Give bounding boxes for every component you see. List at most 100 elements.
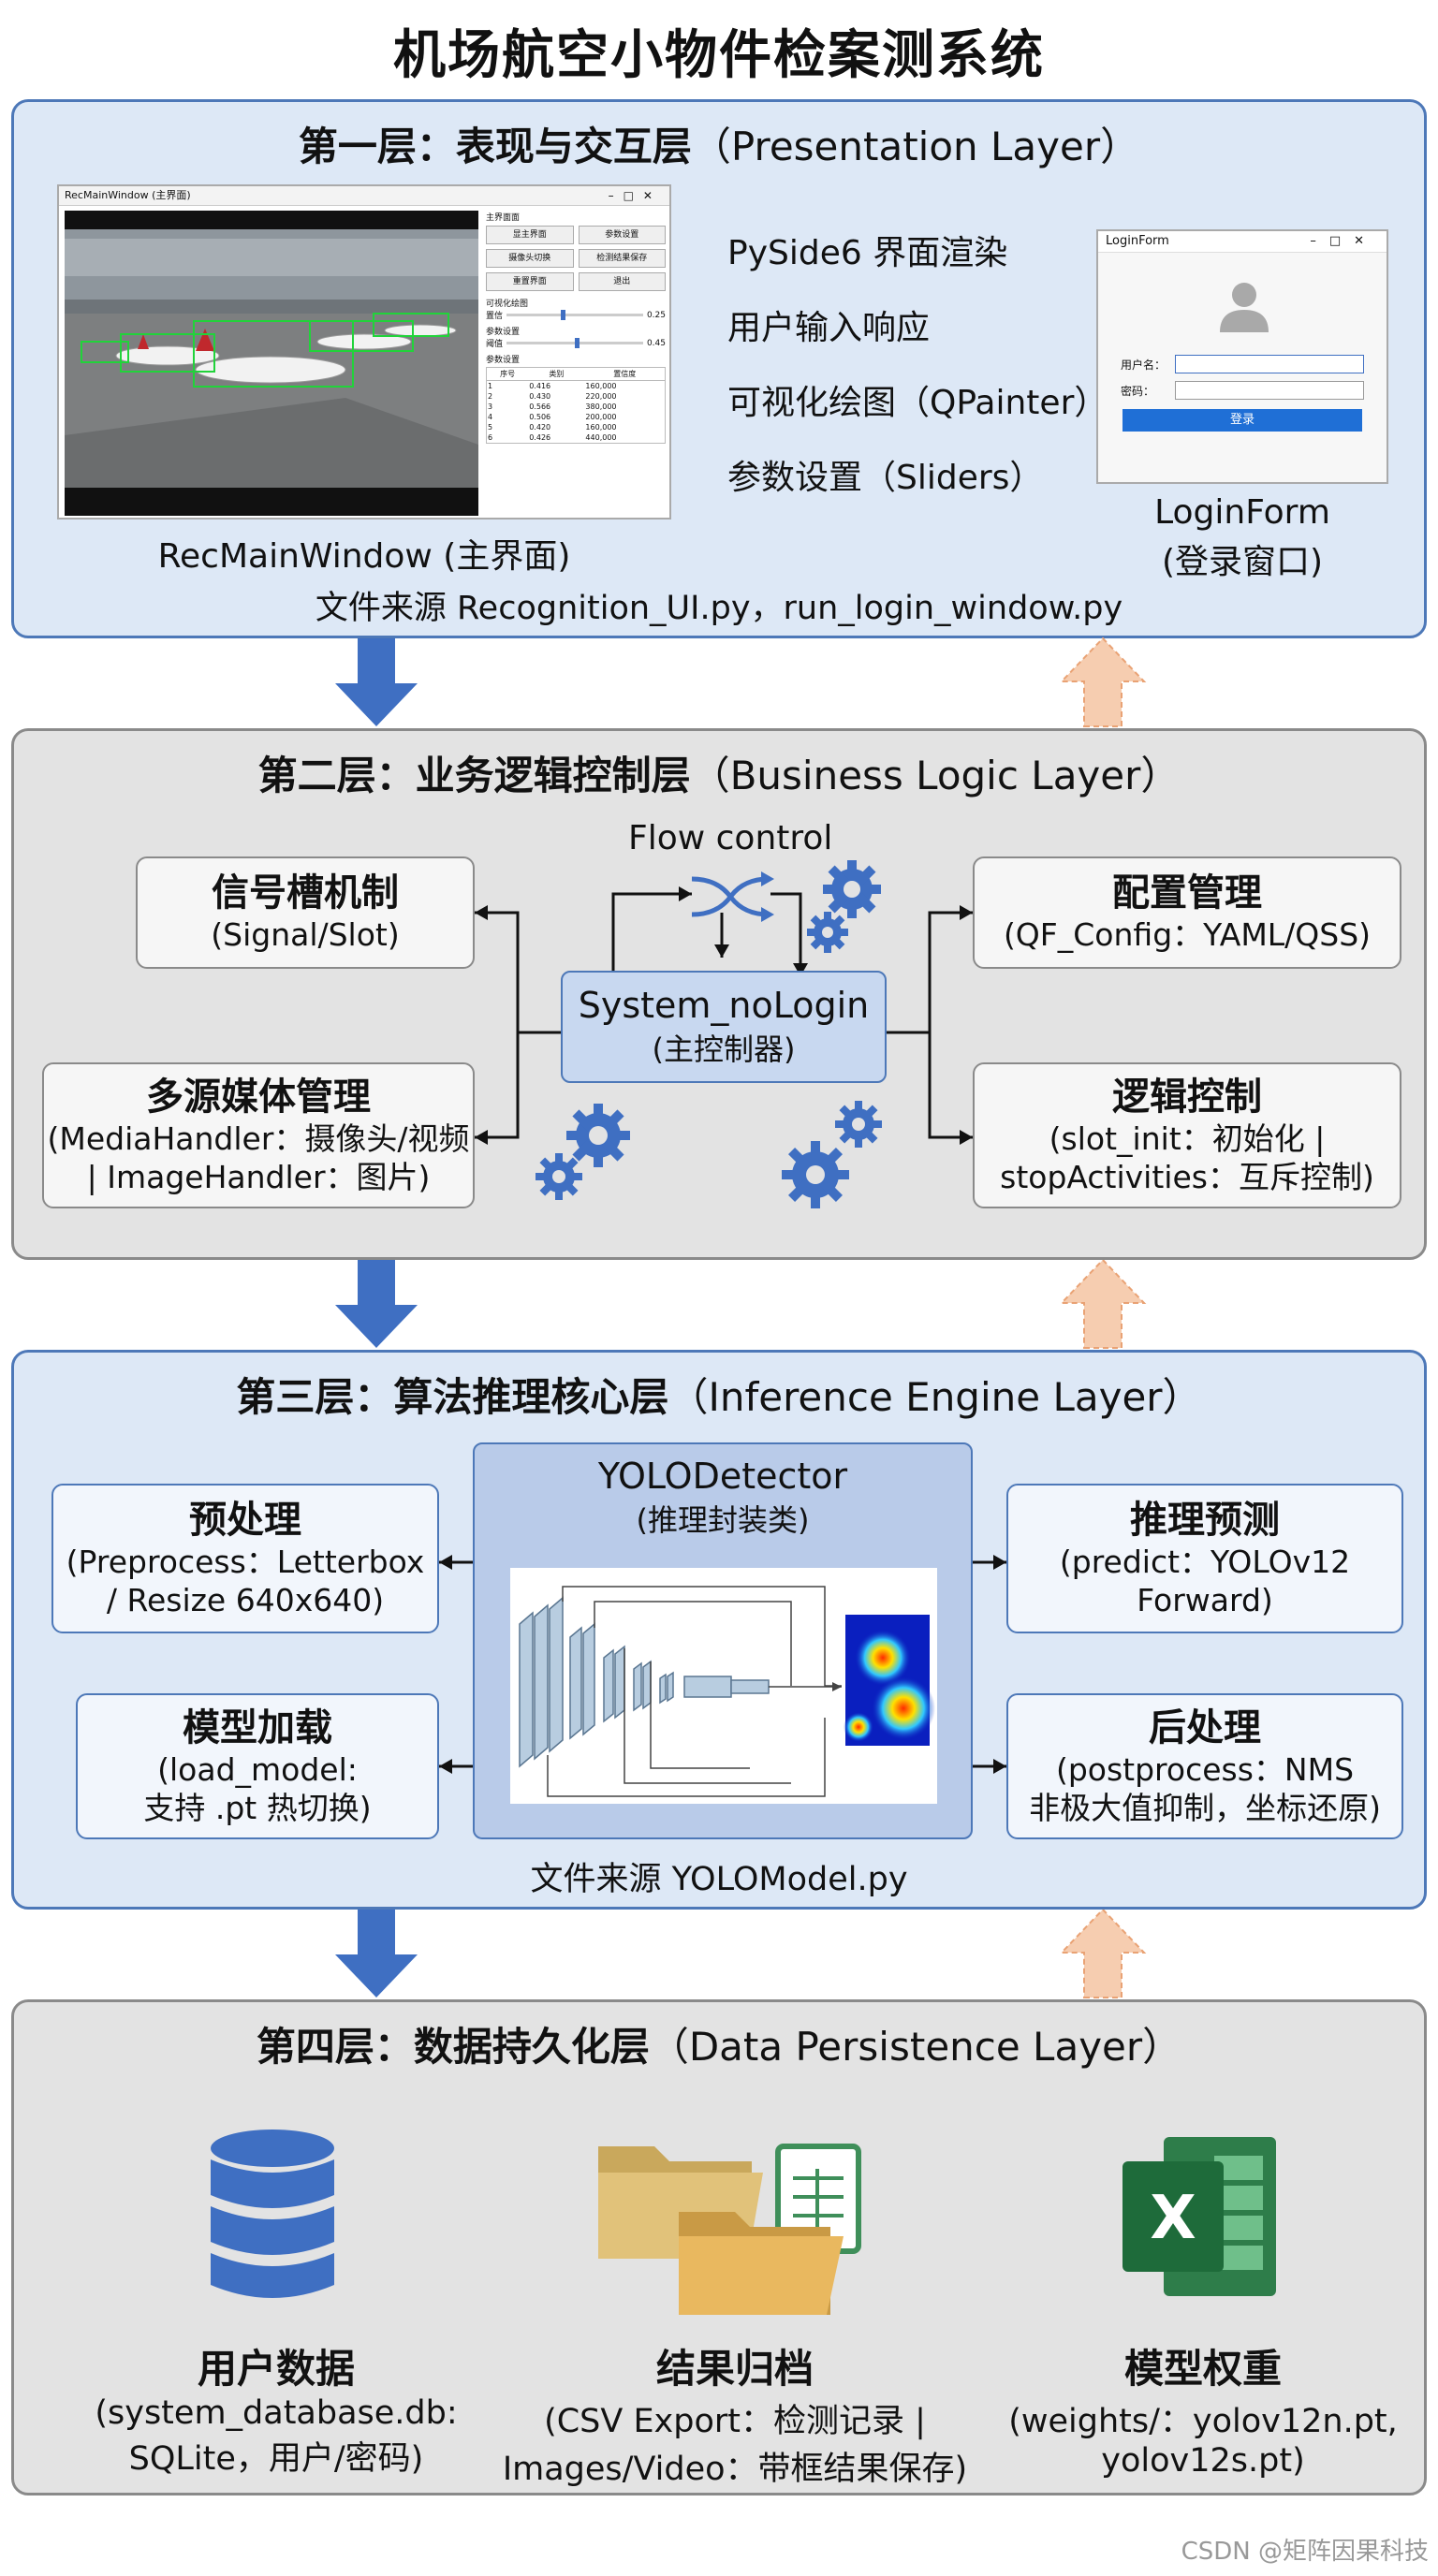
user-avatar-icon bbox=[1220, 283, 1269, 332]
gear-icon bbox=[782, 1141, 849, 1208]
login-caption-2: (登录窗口) bbox=[1161, 543, 1324, 581]
feature-qpainter: 可视化绘图（QPainter） bbox=[727, 384, 1108, 422]
data-persistence-layer: 第四层：数据持久化层（Data Persistence Layer） X 用户数… bbox=[11, 1999, 1427, 2496]
business-logic-layer: 第二层：业务逻辑控制层（Business Logic Layer） Flow c… bbox=[11, 728, 1427, 1260]
login-window: LoginForm –□✕ 用户名： 密码： 登录 bbox=[1096, 229, 1388, 484]
config-management-box: 配置管理 (QF_Config：YAML/QSS) bbox=[973, 856, 1401, 969]
camera-switch-button[interactable]: 摄像头切换 bbox=[486, 249, 574, 268]
down-arrows bbox=[335, 638, 418, 1998]
result-archive-title: 结果归档 bbox=[655, 2346, 814, 2392]
layer4-title: 第四层：数据持久化层（Data Persistence Layer） bbox=[256, 2024, 1182, 2070]
gear-icon bbox=[536, 1153, 582, 1200]
gear-icon bbox=[807, 912, 848, 953]
model-loading-box: 模型加载 (load_model: 支持 .pt 热切换) bbox=[76, 1693, 439, 1839]
username-input[interactable] bbox=[1175, 355, 1364, 373]
layer1-title: 第一层：表现与交互层（Presentation Layer） bbox=[298, 124, 1140, 169]
detector-subtitle: (推理封装类) bbox=[636, 1502, 810, 1538]
controller-title: System_noLogin bbox=[578, 985, 870, 1026]
layer3-title: 第三层：算法推理核心层（Inference Engine Layer） bbox=[236, 1374, 1202, 1420]
feature-rendering: PySide6 界面渲染 bbox=[727, 234, 1008, 272]
param-settings-button[interactable]: 参数设置 bbox=[578, 226, 666, 244]
user-data-sub1: (system_database.db: bbox=[95, 2394, 458, 2432]
media-management-box: 多源媒体管理 (MediaHandler：摄像头/视频 | ImageHandl… bbox=[42, 1062, 475, 1208]
user-data-sub2: SQLite，用户/密码) bbox=[128, 2440, 424, 2478]
layer1-source: 文件来源 Recognition_UI.py，run_login_window.… bbox=[315, 590, 1123, 627]
login-titlebar: LoginForm –□✕ bbox=[1098, 231, 1387, 253]
username-label: 用户名： bbox=[1121, 359, 1167, 372]
model-weights-sub1: (weights/：yolov12n.pt, bbox=[1008, 2403, 1398, 2440]
login-caption-1: LoginForm bbox=[1154, 493, 1330, 532]
presentation-layer: 第一层：表现与交互层（Presentation Layer） RecMainWi… bbox=[11, 99, 1427, 638]
cnn-architecture-illustration bbox=[519, 1586, 935, 1797]
param-group-label: 参数设置 bbox=[486, 328, 521, 337]
layer2-title: 第二层：业务逻辑控制层（Business Logic Layer） bbox=[257, 753, 1181, 798]
panel-label: 主界面面 bbox=[486, 213, 521, 223]
predict-box: 推理预测 (predict：YOLOv12 Forward) bbox=[1006, 1484, 1403, 1633]
gear-icon bbox=[823, 860, 881, 918]
iou-slider[interactable] bbox=[506, 338, 643, 348]
main-window-caption: RecMainWindow (主界面) bbox=[157, 537, 571, 576]
table-header: 序号 bbox=[486, 367, 529, 381]
yolo-detector-panel: YOLODetector (推理封装类) bbox=[473, 1442, 973, 1839]
postprocess-box: 后处理 (postprocess：NMS 非极大值抑制，坐标还原) bbox=[1006, 1693, 1403, 1839]
layer3-source: 文件来源 YOLOModel.py bbox=[530, 1861, 908, 1898]
excel-icon: X bbox=[1123, 2137, 1276, 2296]
network-diagram bbox=[510, 1568, 937, 1804]
password-label: 密码： bbox=[1121, 385, 1155, 398]
table-header: 置信度 bbox=[584, 367, 666, 381]
feature-input: 用户输入响应 bbox=[727, 309, 931, 347]
svg-text:X: X bbox=[1150, 2184, 1196, 2253]
controller-subtitle: (主控制器) bbox=[652, 1032, 796, 1067]
slider1-label: 置信 bbox=[486, 312, 504, 321]
detector-title: YOLODetector bbox=[597, 1456, 848, 1497]
result-archive-sub2: Images/Video：带框结果保存) bbox=[502, 2451, 968, 2488]
gear-icon bbox=[566, 1104, 630, 1167]
main-controller: System_noLogin (主控制器) bbox=[561, 971, 887, 1083]
airport-scene bbox=[65, 229, 478, 516]
up-arrows bbox=[1059, 637, 1147, 1998]
model-weights-title: 模型权重 bbox=[1123, 2346, 1282, 2392]
main-window-screenshot: RecMainWindow (主界面) –□✕ bbox=[57, 184, 671, 520]
password-input[interactable] bbox=[1175, 381, 1364, 400]
table-group-label: 参数设置 bbox=[486, 356, 521, 365]
model-weights-sub2: yolov12s.pt) bbox=[1101, 2442, 1305, 2480]
layer3-connectors bbox=[439, 1555, 1006, 1774]
confidence-slider[interactable] bbox=[506, 310, 643, 320]
slider2-value: 0.45 bbox=[646, 338, 666, 348]
watermark: CSDN @矩阵因果科技 bbox=[1181, 2538, 1429, 2566]
preprocess-box: 预处理 (Preprocess：Letterbox / Resize 640x6… bbox=[51, 1484, 439, 1633]
flow-control-label: Flow control bbox=[628, 819, 833, 857]
layer2-connectors bbox=[475, 871, 973, 1145]
signal-slot-box: 信号槽机制 (Signal/Slot) bbox=[136, 856, 475, 969]
video-preview bbox=[65, 211, 478, 516]
exit-button[interactable]: 退出 bbox=[578, 272, 666, 291]
main-window-titlebar: RecMainWindow (主界面) –□✕ bbox=[59, 186, 669, 206]
show-main-button[interactable]: 显主界面 bbox=[486, 226, 574, 244]
login-button[interactable]: 登录 bbox=[1123, 409, 1362, 432]
reset-button[interactable]: 重置界面 bbox=[486, 272, 574, 291]
logic-control-box: 逻辑控制 (slot_init：初始化 | stopActivities：互斥控… bbox=[973, 1062, 1401, 1208]
inference-engine-layer: 第三层：算法推理核心层（Inference Engine Layer） YOLO… bbox=[11, 1350, 1427, 1910]
shuffle-icon bbox=[691, 876, 770, 917]
user-data-title: 用户数据 bbox=[197, 2346, 355, 2392]
page-title: 机场航空小物件检案测系统 bbox=[393, 25, 1045, 86]
slider2-label: 阈值 bbox=[486, 340, 504, 349]
gear-icon bbox=[835, 1101, 882, 1148]
result-archive-sub1: (CSV Export：检测记录 | bbox=[544, 2403, 926, 2440]
slider1-value: 0.25 bbox=[646, 310, 666, 320]
control-panel: 主界面面 显主界面 参数设置 摄像头切换 检测结果保存 重置界面 退出 可视化绘… bbox=[486, 211, 666, 516]
slider-group-label: 可视化绘图 bbox=[486, 300, 529, 309]
database-icon bbox=[211, 2130, 334, 2298]
table-header: 类别 bbox=[528, 367, 585, 381]
feature-sliders: 参数设置（Sliders） bbox=[727, 459, 1044, 497]
save-result-button[interactable]: 检测结果保存 bbox=[578, 249, 666, 268]
folder-archive-icon bbox=[598, 2144, 861, 2315]
